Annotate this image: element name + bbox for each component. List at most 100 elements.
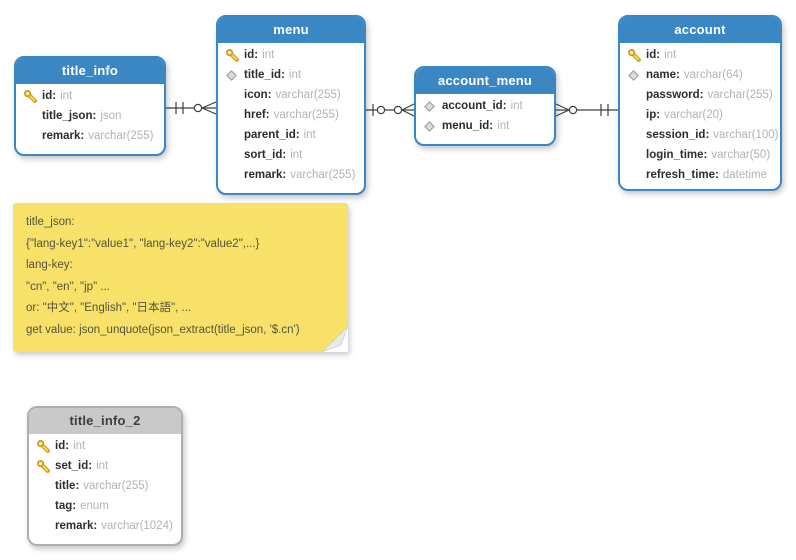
field-type: varchar(20) bbox=[664, 109, 723, 121]
field-name: login_time bbox=[646, 149, 707, 161]
field-type: int bbox=[303, 129, 316, 141]
table-header[interactable]: account bbox=[620, 17, 780, 43]
field-type: varchar(255) bbox=[273, 109, 339, 121]
field-type: varchar(255) bbox=[707, 89, 773, 101]
sticky-note-text: title_json:{"lang-key1":"value1", "lang-… bbox=[26, 212, 335, 342]
field-name: id bbox=[244, 49, 258, 61]
index-diamond-icon bbox=[627, 69, 646, 82]
field-type: enum bbox=[80, 500, 109, 512]
field-name: remark bbox=[244, 169, 286, 181]
field-row[interactable]: ip varchar(20) bbox=[620, 105, 780, 125]
field-row[interactable]: remarkvarchar(1024) bbox=[29, 516, 181, 536]
note-folded-corner-icon bbox=[322, 326, 348, 352]
field-row[interactable]: sort_idint bbox=[218, 145, 364, 165]
index-diamond-icon bbox=[423, 120, 442, 133]
table-header[interactable]: title_info bbox=[16, 58, 164, 84]
field-name: icon bbox=[244, 89, 271, 101]
field-name: parent_id bbox=[244, 129, 300, 141]
table-field-list: account_idint menu_id int bbox=[416, 94, 554, 136]
field-type: json bbox=[100, 110, 122, 122]
field-type: varchar(255) bbox=[275, 89, 341, 101]
field-name: refresh_time bbox=[646, 169, 719, 181]
field-row[interactable]: titlevarchar(255) bbox=[29, 476, 181, 496]
relationship-menu-accountmenu[interactable] bbox=[366, 103, 415, 117]
field-row[interactable]: session_idvarchar(100) bbox=[620, 125, 780, 145]
field-name: menu_id bbox=[442, 120, 493, 132]
relationship-titleinfo-menu[interactable] bbox=[166, 101, 217, 115]
field-type: varchar(255) bbox=[88, 130, 154, 142]
table-header[interactable]: title_info_2 bbox=[29, 408, 181, 434]
field-row[interactable]: title_jsonjson bbox=[16, 106, 164, 126]
field-name: id bbox=[646, 49, 660, 61]
table-header[interactable]: menu bbox=[218, 17, 364, 43]
table-name: title_info bbox=[61, 63, 119, 78]
table-field-list: idinttitle_idinticonvarchar(255)hrefvarc… bbox=[218, 43, 364, 185]
table-name: menu bbox=[273, 22, 309, 37]
table-account[interactable]: accountidintnamevarchar(64)passwordvarch… bbox=[618, 15, 782, 191]
field-row[interactable]: login_timevarchar(50) bbox=[620, 145, 780, 165]
field-name: remark bbox=[42, 130, 84, 142]
field-row[interactable]: account_idint bbox=[416, 96, 554, 116]
field-row[interactable]: set_id int bbox=[29, 456, 181, 476]
table-field-list: idintset_idinttitlevarchar(255)tagenumre… bbox=[29, 434, 181, 536]
field-name: ip bbox=[646, 109, 660, 121]
field-name: id bbox=[55, 440, 69, 452]
field-type: int bbox=[262, 49, 275, 61]
field-type: int bbox=[664, 49, 677, 61]
field-type: varchar(64) bbox=[683, 69, 743, 81]
table-header[interactable]: account_menu bbox=[416, 68, 554, 94]
note-line: title_json: bbox=[26, 216, 75, 228]
table-field-list: idintnamevarchar(64)passwordvarchar(255)… bbox=[620, 43, 780, 185]
field-name: set_id bbox=[55, 460, 92, 472]
field-type: datetime bbox=[722, 169, 767, 181]
field-row[interactable]: remarkvarchar(255) bbox=[218, 165, 364, 185]
field-name: title bbox=[55, 480, 79, 492]
field-type: int bbox=[96, 460, 109, 472]
field-name: password bbox=[646, 89, 704, 101]
field-row[interactable]: parent_idint bbox=[218, 125, 364, 145]
field-row[interactable]: idint bbox=[620, 45, 780, 65]
field-row[interactable]: tagenum bbox=[29, 496, 181, 516]
field-row[interactable]: title_idint bbox=[218, 65, 364, 85]
note-line: "cn", "en", "jp" ... bbox=[26, 280, 110, 293]
field-row[interactable]: idint bbox=[29, 436, 181, 456]
table-name: account_menu bbox=[437, 73, 533, 88]
field-type: varchar(100) bbox=[713, 129, 779, 141]
table-menu[interactable]: menuidinttitle_idinticonvarchar(255)href… bbox=[216, 15, 366, 195]
field-row[interactable]: idint bbox=[218, 45, 364, 65]
table-field-list: idinttitle_jsonjsonremark varchar(255) bbox=[16, 84, 164, 146]
field-type: int bbox=[288, 69, 302, 81]
field-row[interactable]: icon varchar(255) bbox=[218, 85, 364, 105]
table-title_info[interactable]: title_infoidinttitle_jsonjsonremark varch… bbox=[14, 56, 166, 156]
field-name: title_id bbox=[244, 69, 285, 81]
table-name: title_info_2 bbox=[69, 413, 141, 428]
primary-key-icon bbox=[225, 48, 244, 62]
field-name: remark bbox=[55, 520, 97, 532]
note-line: or: "中文", "English", "日本語", ... bbox=[26, 302, 192, 315]
table-title_info_2[interactable]: title_info_2idintset_idinttitlevarchar(2… bbox=[27, 406, 183, 546]
field-name: sort_id bbox=[244, 149, 286, 161]
field-row[interactable]: passwordvarchar(255) bbox=[620, 85, 780, 105]
field-type: int bbox=[510, 100, 523, 112]
table-account_menu[interactable]: account_menu account_idint menu_id int bbox=[414, 66, 556, 146]
field-row[interactable]: remark varchar(255) bbox=[16, 126, 164, 146]
primary-key-icon bbox=[627, 48, 646, 62]
field-type: int bbox=[497, 120, 510, 132]
field-type: int bbox=[73, 440, 86, 452]
field-name: name bbox=[646, 69, 680, 81]
field-row[interactable]: namevarchar(64) bbox=[620, 65, 780, 85]
field-row[interactable]: hrefvarchar(255) bbox=[218, 105, 364, 125]
field-row[interactable]: refresh_timedatetime bbox=[620, 165, 780, 185]
sticky-note[interactable]: title_json:{"lang-key1":"value1", "lang-… bbox=[13, 203, 348, 352]
field-name: tag bbox=[55, 500, 76, 512]
field-row[interactable]: idint bbox=[16, 86, 164, 106]
field-name: id bbox=[42, 90, 56, 102]
primary-key-icon bbox=[23, 89, 42, 103]
relationship-accountmenu-account[interactable] bbox=[555, 103, 618, 117]
note-line: lang-key: bbox=[26, 259, 73, 272]
primary-key-icon bbox=[36, 439, 55, 453]
primary-key-icon bbox=[36, 459, 55, 473]
field-row[interactable]: menu_id int bbox=[416, 116, 554, 136]
note-line: get value: json_unquote(json_extract(tit… bbox=[26, 323, 300, 336]
